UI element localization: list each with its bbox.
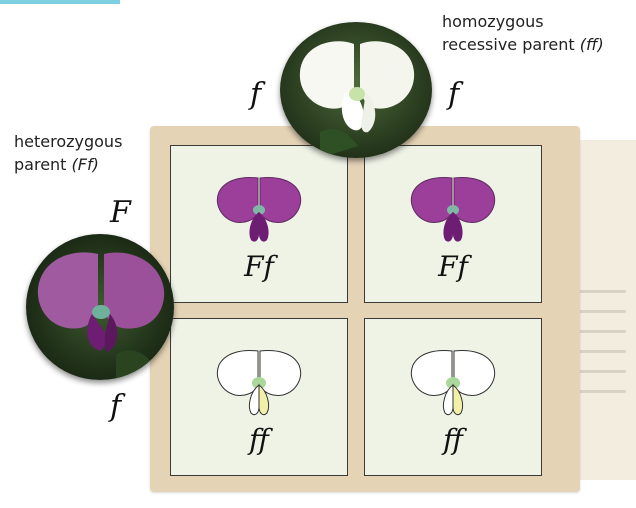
white-flower-icon	[405, 347, 501, 419]
recessive-parent-allele-2: f	[448, 80, 459, 110]
punnett-cell-top-right: Ff	[364, 145, 542, 303]
offspring-genotype: Ff	[365, 250, 541, 283]
offspring-genotype: ff	[365, 423, 541, 456]
white-flower-photo	[280, 22, 432, 158]
purple-flower-icon	[405, 174, 501, 246]
punnett-cell-top-left: Ff	[170, 145, 348, 303]
purple-flower-icon	[211, 174, 307, 246]
punnett-cell-bottom-left: ff	[170, 318, 348, 476]
heterozygous-parent-allele-1: F	[110, 198, 131, 228]
recessive-parent-label: homozygous recessive parent (ff)	[442, 10, 604, 56]
recessive-parent-allele-1: f	[250, 80, 261, 110]
purple-flower-photo	[26, 234, 174, 380]
heterozygous-parent-label: heterozygous parent (Ff)	[14, 130, 122, 176]
offspring-genotype: Ff	[171, 250, 347, 283]
punnett-cell-bottom-right: ff	[364, 318, 542, 476]
top-accent-bar	[0, 0, 120, 4]
heterozygous-parent-allele-2: f	[110, 392, 121, 422]
offspring-genotype: ff	[171, 423, 347, 456]
white-flower-icon	[211, 347, 307, 419]
